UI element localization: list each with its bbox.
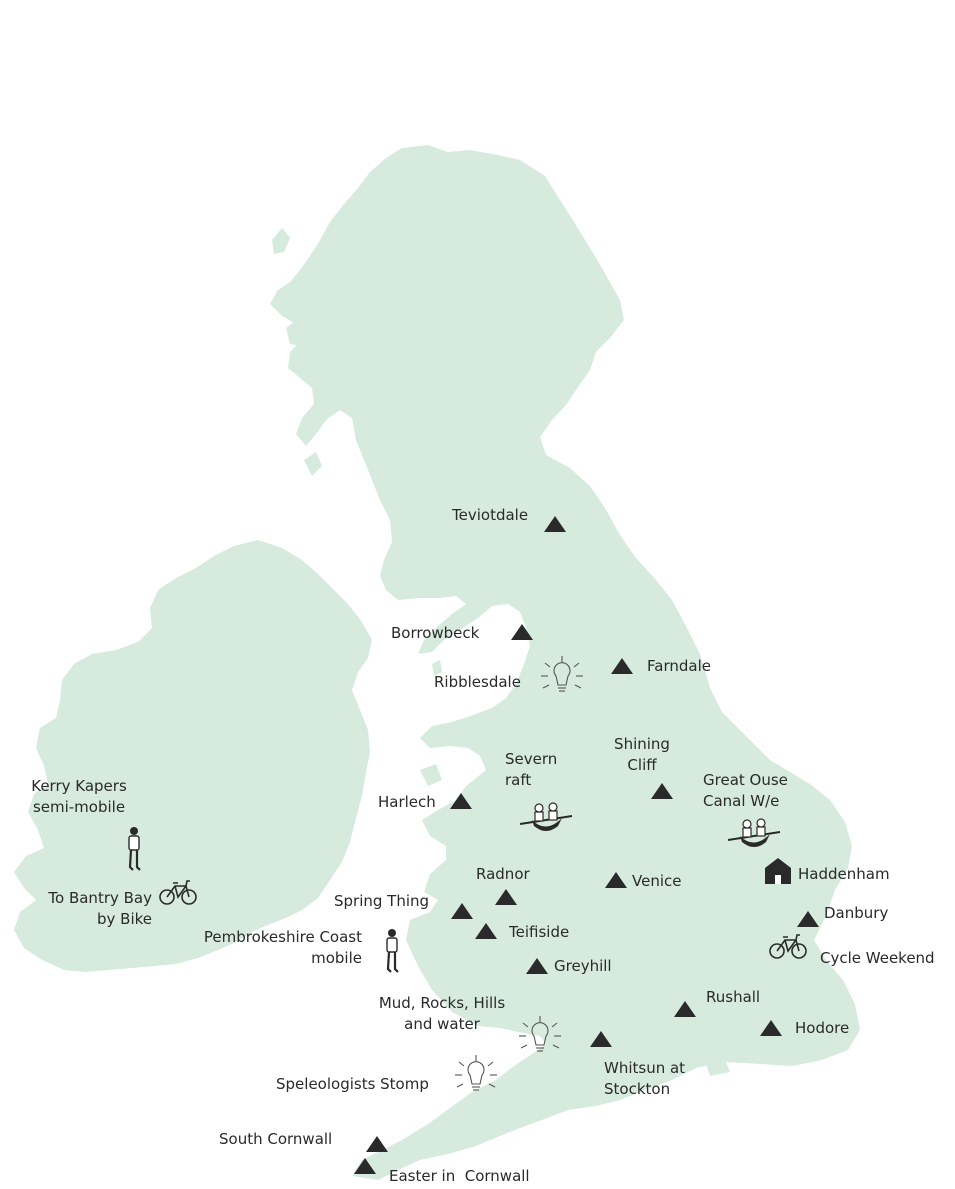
label-great-ouse: Great Ouse Canal W/e	[703, 771, 788, 810]
label-danbury: Danbury	[824, 904, 889, 922]
isle-of-wight	[706, 1062, 730, 1076]
label-mud-rocks: Mud, Rocks, Hills and water	[378, 994, 506, 1033]
label-teifiside: Teifiside	[509, 923, 570, 941]
label-radnor: Radnor	[476, 865, 530, 883]
label-hodore: Hodore	[795, 1019, 850, 1037]
label-borrowbeck: Borrowbeck	[391, 624, 480, 642]
label-easter-cornwall: Easter in Cornwall	[389, 1167, 530, 1185]
pembrokeshire-walker-icon	[385, 927, 400, 974]
label-harlech: Harlech	[378, 793, 436, 811]
label-haddenham: Haddenham	[798, 865, 890, 883]
label-whitsun: Whitsun at Stockton	[604, 1059, 686, 1098]
label-greyhill: Greyhill	[554, 957, 612, 975]
isle-of-man	[432, 660, 442, 676]
skye	[286, 318, 310, 346]
label-bantry-bay: To Bantry Bay by Bike	[48, 889, 152, 928]
label-ribblesdale: Ribblesdale	[434, 673, 521, 691]
label-rushall: Rushall	[706, 988, 761, 1006]
speleologists-lightbulb-icon	[454, 1054, 498, 1091]
label-pembrokeshire: Pembrokeshire Coast mobile	[203, 928, 362, 967]
label-venice: Venice	[632, 872, 682, 890]
label-kerry-kapers: Kerry Kapers semi-mobile	[31, 777, 127, 816]
ireland-landmass	[14, 540, 372, 972]
islay	[304, 452, 322, 476]
south-cornwall-campsite-icon	[366, 1136, 388, 1152]
label-severn-raft: Severn raft	[505, 750, 558, 789]
anglesey	[420, 764, 442, 786]
hebrides	[272, 228, 290, 254]
label-speleologists: Speleologists Stomp	[276, 1075, 429, 1093]
label-teviotdale: Teviotdale	[452, 506, 529, 524]
label-cycle-weekend: Cycle Weekend	[820, 949, 935, 967]
label-south-cornwall: South Cornwall	[219, 1130, 333, 1148]
label-shining-cliff: Shining Cliff	[614, 735, 670, 774]
label-farndale: Farndale	[647, 657, 711, 675]
label-spring-thing: Spring Thing	[334, 892, 430, 910]
great-britain-landmass	[270, 145, 860, 1180]
